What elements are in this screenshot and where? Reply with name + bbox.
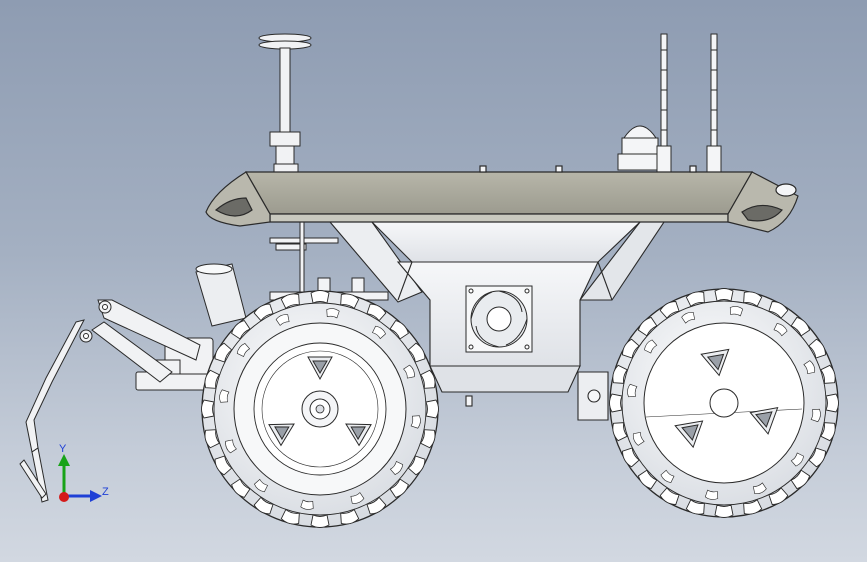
whip-antenna-right: [706, 33, 722, 173]
front-wheel[interactable]: [201, 290, 439, 528]
top-deck[interactable]: [205, 165, 799, 233]
gps-antenna: [258, 33, 312, 173]
axis-z-label: Z: [102, 486, 109, 498]
coordinate-triad: [58, 454, 102, 502]
triad-y-arrow: [58, 454, 70, 466]
whip-antenna-left: [656, 33, 672, 173]
beacon-light: [617, 125, 663, 171]
cooling-fan: [465, 285, 533, 353]
triad-x-axis: [59, 492, 69, 502]
axis-y-label: Y: [59, 443, 67, 455]
triad-z-arrow: [90, 490, 102, 502]
gripper[interactable]: [19, 319, 85, 503]
rear-wheel[interactable]: [609, 288, 839, 518]
manipulator-arm[interactable]: [19, 299, 217, 503]
